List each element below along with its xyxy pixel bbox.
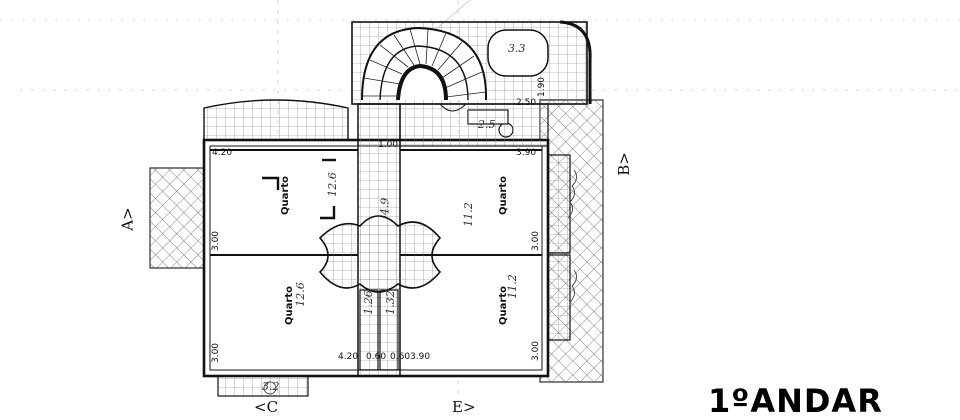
note-bath-1: 3.3: [508, 42, 526, 55]
section-mark-a: A>: [118, 207, 137, 231]
central-hall: [318, 215, 442, 293]
note-small-2: 1.32: [383, 290, 397, 315]
note-bottom: 3.2: [262, 380, 280, 393]
dim-bath-width: 2.50: [516, 98, 537, 108]
balcony-top-left: [203, 99, 349, 141]
room-note-bottom-right: 11.2: [505, 274, 519, 299]
dim-corridor: 1.00: [378, 140, 399, 150]
dim-right-upper: 3.00: [531, 230, 542, 252]
note-hall: 4.9: [378, 197, 392, 216]
dim-top-left: 4.20: [212, 148, 233, 158]
section-mark-c: <C: [254, 398, 279, 416]
dim-bottom-left: 4.20: [338, 352, 359, 362]
bathtub: [487, 29, 549, 77]
room-note-top-left: 12.6: [325, 172, 339, 197]
balcony-right-lower: [547, 254, 571, 341]
room-note-top-right: 11.2: [461, 202, 475, 227]
room-label-top-right: Quarto: [497, 176, 509, 215]
wardrobe-marks: [262, 158, 336, 220]
room-label-top-left: Quarto: [279, 176, 291, 215]
dim-left-upper: 3.00: [211, 230, 222, 252]
section-mark-e: E>: [452, 398, 476, 416]
dim-bottom-right: 3.90: [410, 352, 431, 362]
section-mark-b: B>: [614, 152, 633, 176]
balconies: [203, 99, 571, 397]
spiral-stair: [361, 26, 488, 101]
dim-bath-height: 1.90: [537, 76, 548, 98]
note-bath-2: 2.5: [478, 118, 496, 131]
note-small-1: 1.26: [361, 290, 375, 315]
dim-right-lower: 3.00: [531, 340, 542, 362]
room-note-bottom-left: 12.6: [293, 282, 307, 307]
floor-title: 1ºANDAR: [708, 382, 883, 420]
dim-bottom-mid2: 0.60: [390, 352, 411, 362]
hand-sketches: [263, 169, 577, 395]
dim-top-right: 3.90: [516, 148, 537, 158]
dim-bottom-mid1: 0.60: [366, 352, 387, 362]
dim-left-lower: 3.00: [211, 342, 222, 364]
balcony-right-upper: [547, 154, 571, 254]
roof-left: [149, 167, 206, 269]
